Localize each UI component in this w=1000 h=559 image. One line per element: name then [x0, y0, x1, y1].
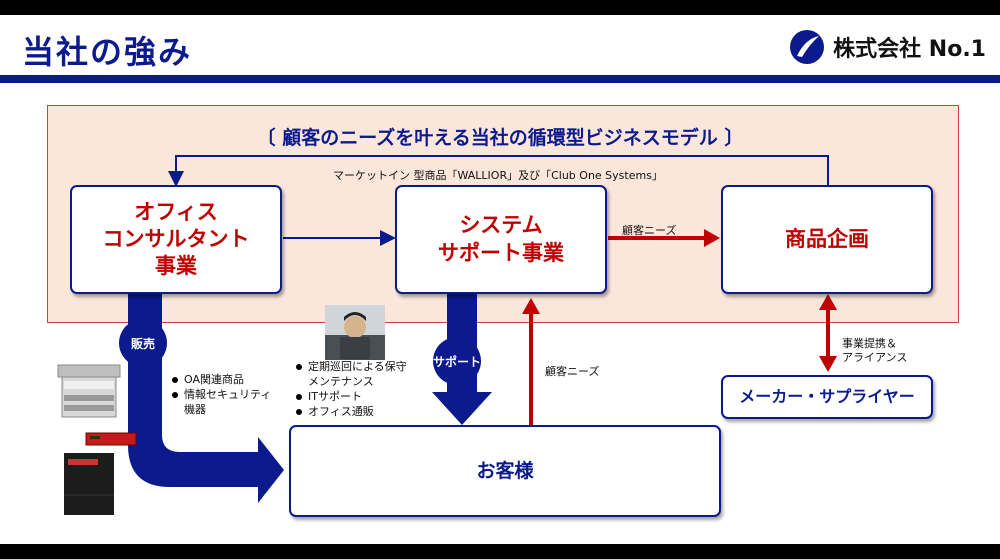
support-item: ITサポート: [296, 390, 407, 405]
bullet-icon: [172, 377, 178, 383]
server-image: [64, 453, 114, 515]
product-planning-box: 商品企画: [721, 185, 933, 294]
customer-to-system-head: [522, 298, 540, 314]
company-logo-icon: [790, 30, 825, 64]
sales-item: OA関連商品: [172, 373, 271, 388]
bullet-icon: [296, 364, 302, 370]
sales-item: 情報セキュリティ 機器: [172, 388, 271, 418]
needs-label-top: 顧客ニーズ: [622, 224, 677, 237]
office-consultant-box: オフィス コンサルタント 事業: [70, 185, 282, 294]
needs-label-mid: 顧客ニーズ: [545, 365, 600, 378]
alliance-head-up: [819, 294, 837, 310]
slide-title: 当社の強み: [22, 33, 193, 71]
support-item-list: 定期巡回による保守 メンテナンス ITサポート オフィス通販: [296, 360, 407, 419]
alliance-label: 事業提携＆ アライアンス: [842, 337, 908, 364]
technician-photo: [325, 305, 385, 360]
bullet-icon: [296, 408, 302, 415]
system-to-planning-head: [704, 229, 720, 247]
sales-arrow: [128, 293, 284, 503]
security-device-image: [85, 432, 137, 446]
support-item: 定期巡回による保守 メンテナンス: [296, 360, 407, 390]
support-item: オフィス通販: [296, 405, 407, 420]
bullet-icon: [172, 391, 178, 398]
sales-badge: 販売: [119, 319, 167, 367]
company-logo: 株式会社 No.1: [789, 29, 986, 65]
copier-image: [57, 364, 121, 418]
sales-item-list: OA関連商品 情報セキュリティ 機器: [172, 373, 271, 418]
system-support-box: システム サポート事業: [395, 185, 607, 294]
title-underline: [0, 75, 1000, 83]
feedback-loop-arrow: [168, 155, 829, 187]
company-name: 株式会社 No.1: [833, 37, 986, 62]
feedback-label: マーケットイン 型商品「WALLIOR」及び「Club One Systems」: [333, 169, 663, 182]
bullet-icon: [296, 393, 302, 400]
customer-box: お客様: [289, 425, 721, 517]
maker-supplier-box: メーカー・サプライヤー: [721, 375, 933, 419]
slide: 当社の強み 株式会社 No.1 〔 顧客のニーズを叶える当社の循環型ビジネスモデ…: [0, 15, 1000, 544]
panel-heading: 〔 顧客のニーズを叶える当社の循環型ビジネスモデル 〕: [256, 127, 744, 149]
support-badge: サポート: [433, 337, 481, 385]
alliance-head-down: [819, 356, 837, 372]
